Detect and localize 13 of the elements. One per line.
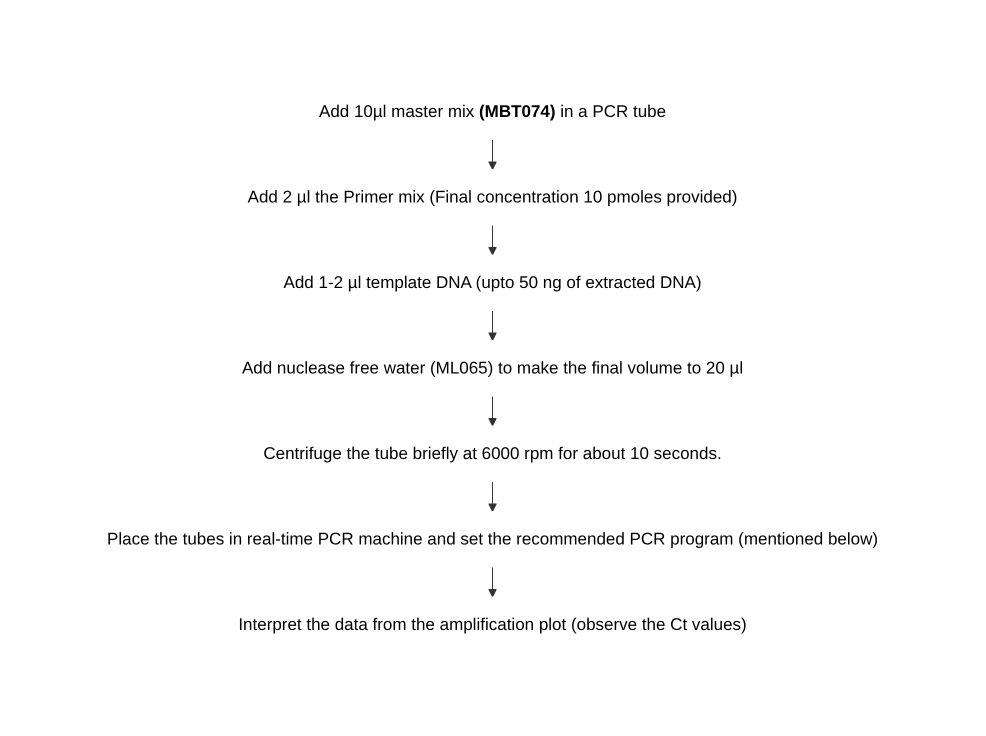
node-text: Interpret the data from the amplification plot (observe the Ct values) [238, 614, 748, 634]
node-text: Add 2 µl the Primer mix (Final concentration 10 pmoles provided) [248, 187, 738, 206]
node-text: Add nuclease free water (ML065) to make the final volume to 20 µl [242, 358, 744, 378]
arrow [488, 310, 498, 341]
arrow [488, 566, 498, 598]
arrow [488, 395, 498, 426]
arrow [488, 224, 498, 256]
node-text: Add 10µl master mix (MBT074) in a PCR tube [319, 102, 667, 121]
node-text: Centrifuge the tube briefly at 6000 rpm for about 10 seconds. [264, 444, 722, 463]
arrow [488, 138, 498, 170]
node-text: Add 1-2 µl template DNA (upto 50 ng of extracted DNA) [284, 272, 702, 292]
node-text: Place the tubes in real-time PCR machine and set the recommended PCR program (mentioned below) [107, 529, 879, 548]
arrow [488, 480, 498, 512]
